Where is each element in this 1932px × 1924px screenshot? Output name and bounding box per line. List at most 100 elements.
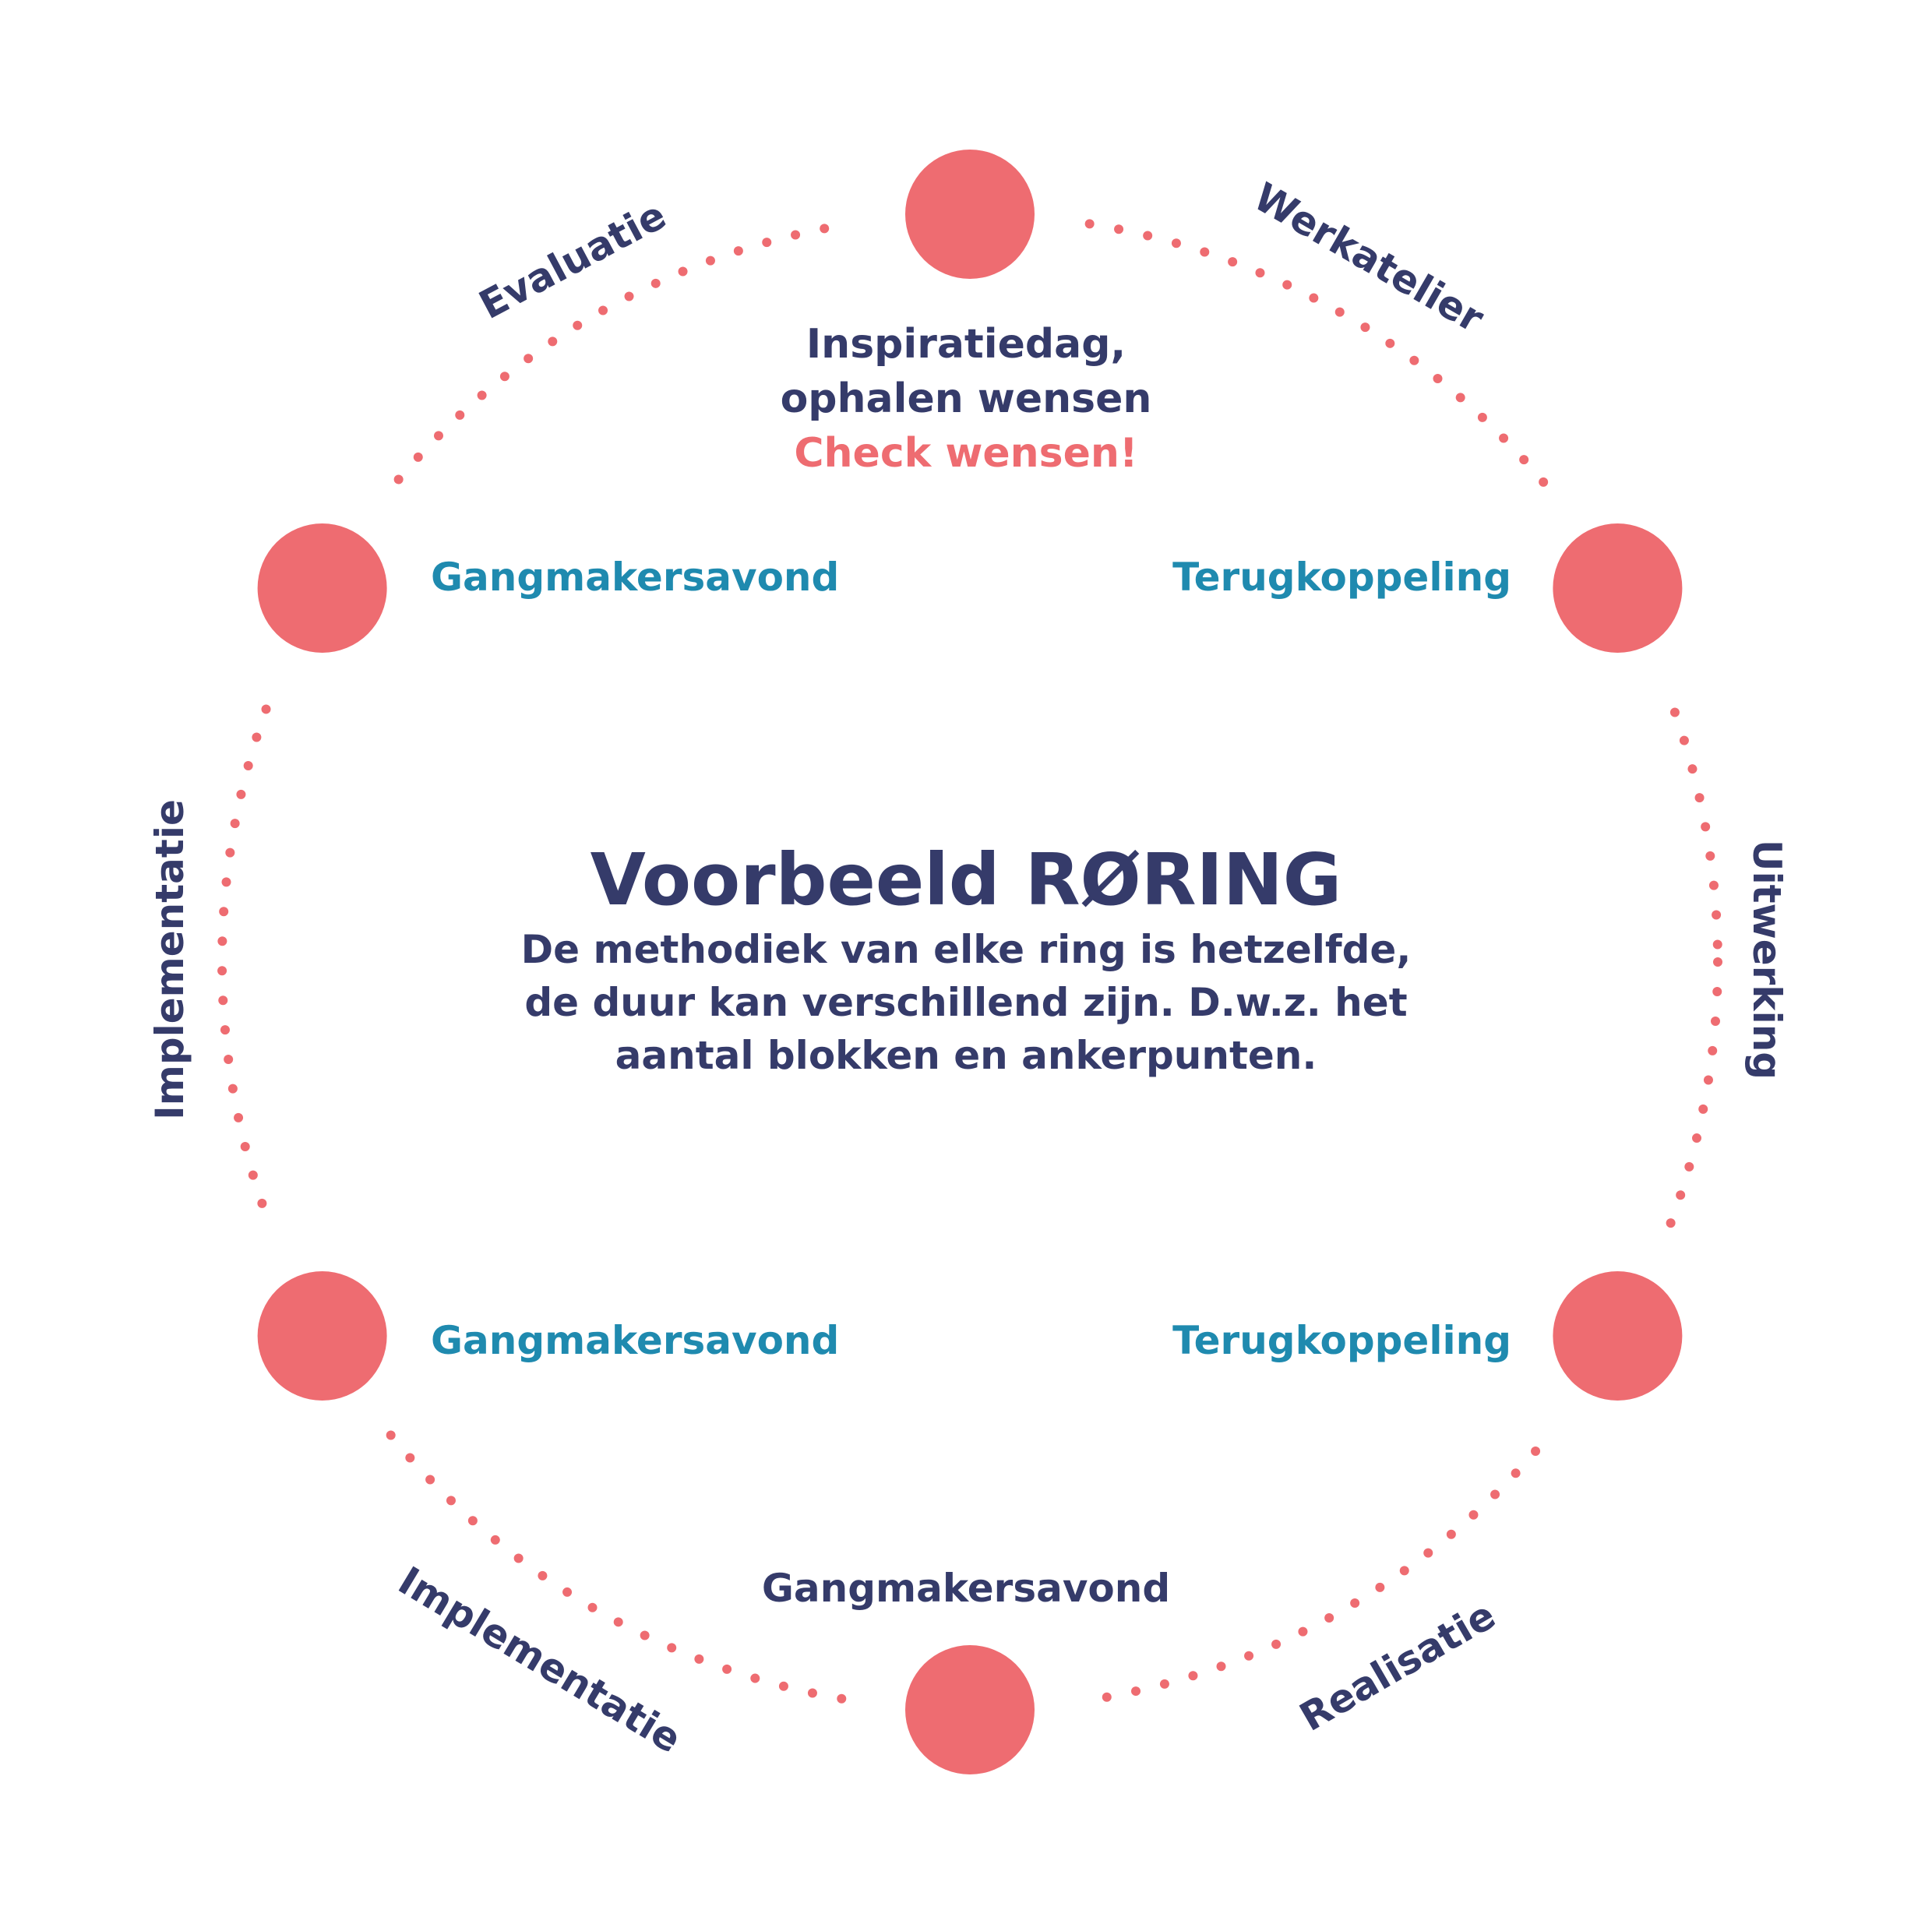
ring-dot bbox=[1171, 238, 1181, 248]
ring-dot bbox=[467, 1516, 478, 1526]
ring-dot bbox=[1703, 1075, 1713, 1085]
ring-dot bbox=[1244, 1651, 1254, 1661]
ring-dot bbox=[1713, 957, 1722, 967]
ring-dot bbox=[1687, 764, 1698, 774]
ring-dot bbox=[1666, 1218, 1676, 1228]
ring-dot bbox=[1375, 1582, 1385, 1592]
event-top-left: Gangmakersavond bbox=[431, 555, 840, 600]
ring-dot bbox=[1131, 1686, 1141, 1697]
ring-dot bbox=[1084, 219, 1095, 229]
ring-dot bbox=[650, 278, 661, 288]
ring-dot bbox=[1669, 707, 1680, 717]
ring-dot bbox=[225, 847, 235, 858]
top-event-line1: Inspiratiedag, bbox=[806, 321, 1126, 368]
ring-dot bbox=[548, 337, 558, 347]
event-bottom: Gangmakersavond bbox=[761, 1566, 1171, 1611]
node-top-right bbox=[1553, 523, 1683, 653]
ring-dot bbox=[624, 291, 634, 301]
ring-dot bbox=[1539, 477, 1549, 487]
ring-dot bbox=[1102, 1692, 1112, 1702]
ring-dot bbox=[1350, 1598, 1360, 1609]
ring-dot bbox=[433, 431, 443, 441]
ring-dot bbox=[1531, 1447, 1541, 1457]
ring-dot bbox=[1216, 1661, 1226, 1672]
ring-dot bbox=[230, 819, 240, 829]
ring-dot bbox=[1399, 1566, 1409, 1576]
ring-dot bbox=[1477, 412, 1487, 422]
ring-dot bbox=[640, 1630, 650, 1640]
node-top bbox=[905, 150, 1035, 279]
ring-dot bbox=[1334, 307, 1345, 317]
ring-dot bbox=[705, 255, 715, 266]
ring-dot bbox=[1360, 322, 1370, 333]
ring-dot bbox=[234, 1112, 244, 1122]
node-bottom-right bbox=[1553, 1271, 1683, 1401]
ring-dot bbox=[1708, 1045, 1718, 1055]
ring-dot bbox=[243, 760, 253, 770]
ring-dot bbox=[1499, 433, 1509, 443]
ring-dot bbox=[598, 305, 608, 315]
ring-dot bbox=[820, 224, 830, 234]
ring-dot bbox=[248, 1170, 258, 1180]
ring-dot bbox=[1309, 293, 1319, 303]
ring-dot bbox=[425, 1475, 435, 1485]
ring-dot bbox=[252, 732, 262, 742]
ring-dot bbox=[218, 995, 228, 1006]
ring-dot bbox=[837, 1693, 847, 1704]
ring-dot bbox=[1490, 1489, 1500, 1499]
ring-dot bbox=[1282, 280, 1292, 290]
ring-dot bbox=[1708, 880, 1719, 890]
ring-dot bbox=[1712, 910, 1722, 920]
ring-dot bbox=[413, 452, 423, 462]
subtitle-line-3: aantal blokken en ankerpunten. bbox=[615, 1033, 1317, 1078]
ring-dot bbox=[807, 1688, 817, 1698]
ring-dot bbox=[1705, 851, 1715, 861]
ring-dot bbox=[261, 704, 271, 714]
ring-dot bbox=[1712, 939, 1722, 950]
ring-dot bbox=[1143, 231, 1153, 241]
ring-dot bbox=[1409, 355, 1419, 365]
page-title: Voorbeeld RØRING bbox=[590, 838, 1342, 921]
ring-dot bbox=[587, 1602, 598, 1612]
node-bottom-left bbox=[257, 1271, 387, 1401]
ring-dot bbox=[1679, 735, 1689, 745]
ring-dot bbox=[257, 1198, 267, 1208]
ring-dot bbox=[1271, 1639, 1282, 1649]
ring-dot bbox=[221, 877, 231, 887]
ring-dot bbox=[1159, 1679, 1169, 1689]
ring-dot bbox=[455, 410, 465, 420]
ring-dot bbox=[667, 1643, 677, 1653]
ring-dot bbox=[1511, 1468, 1521, 1478]
ring-dot bbox=[1188, 1671, 1198, 1681]
ring-dot bbox=[1255, 268, 1265, 278]
ring-dot bbox=[227, 1084, 238, 1094]
ring-dot bbox=[1433, 373, 1443, 383]
ring-dot bbox=[1676, 1190, 1686, 1200]
ring-dot bbox=[513, 1553, 524, 1563]
ring-dot bbox=[750, 1673, 760, 1683]
ring-dot bbox=[1698, 1104, 1708, 1114]
subtitle-line-1: De methodiek van elke ring is hetzelfde, bbox=[520, 927, 1412, 972]
ring-dot bbox=[217, 936, 227, 946]
ring-dot bbox=[694, 1654, 704, 1664]
event-bottom-right: Terugkoppeling bbox=[1172, 1318, 1511, 1363]
event-bottom-left: Gangmakersavond bbox=[431, 1318, 840, 1363]
node-bottom bbox=[905, 1645, 1035, 1774]
ring-dot bbox=[490, 1535, 500, 1545]
ring-dot bbox=[613, 1617, 623, 1627]
ring-dot bbox=[573, 320, 583, 330]
ring-dot bbox=[224, 1054, 234, 1064]
ring-dot bbox=[1701, 822, 1711, 832]
ring-dot bbox=[1684, 1161, 1694, 1172]
node-top-left bbox=[257, 523, 387, 653]
ring-dot bbox=[524, 354, 534, 364]
ring-dot bbox=[1455, 393, 1465, 403]
ring-dot bbox=[1692, 1133, 1702, 1143]
ring-dot bbox=[477, 390, 487, 400]
ring-dot bbox=[778, 1681, 788, 1691]
ring-dot bbox=[762, 238, 772, 248]
ring-dot bbox=[538, 1570, 548, 1580]
ring-dot bbox=[1228, 257, 1238, 267]
event-top-right: Terugkoppeling bbox=[1172, 555, 1511, 600]
